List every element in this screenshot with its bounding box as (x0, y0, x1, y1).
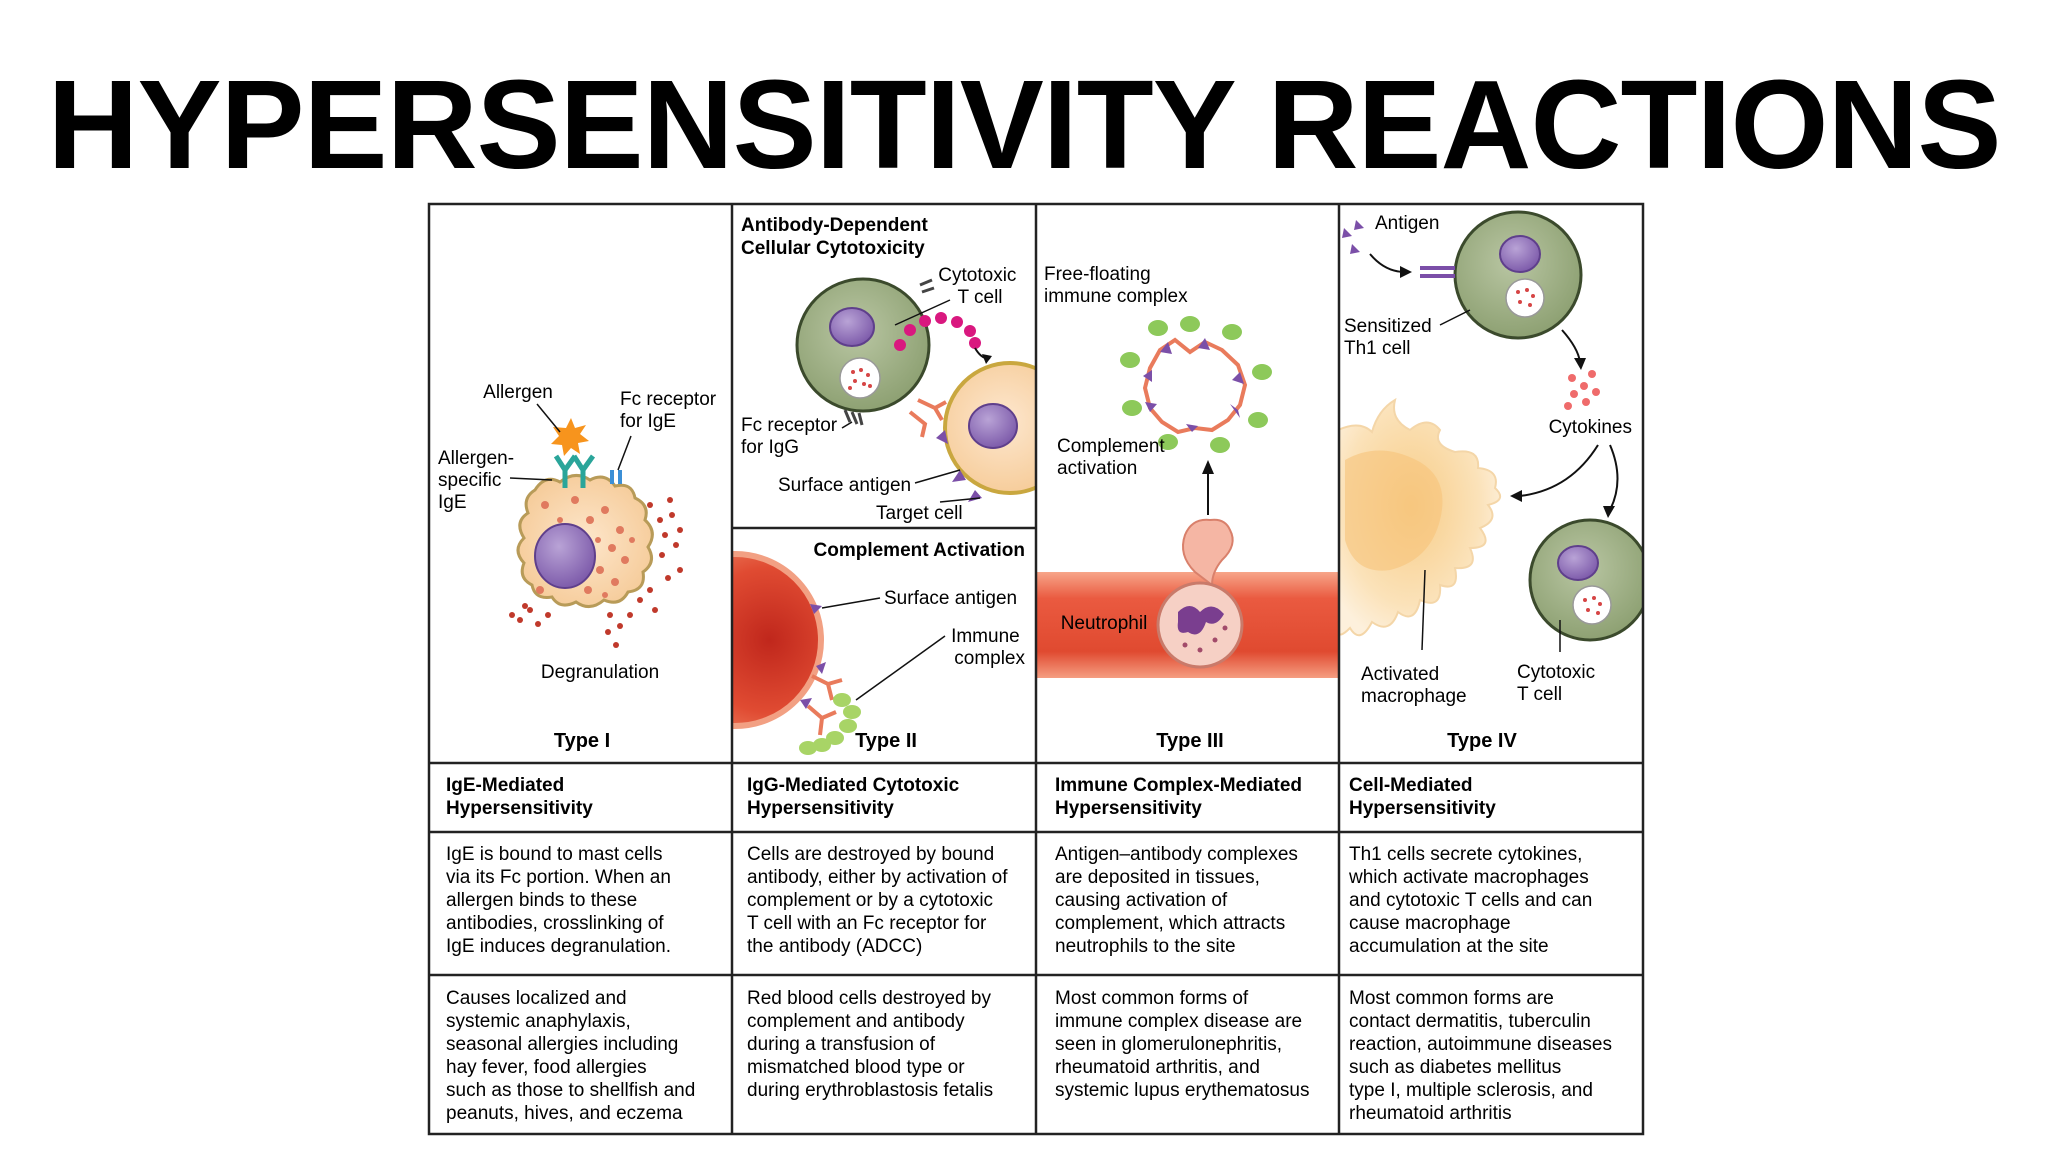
type4-label: Type IV (1447, 730, 1517, 752)
sensitized-th1-label: Sensitized Th1 cell (1344, 316, 1437, 359)
neutrophil-emigrating (1182, 518, 1234, 588)
activated-macrophage-label: Activated macrophage (1361, 664, 1467, 707)
cytokine-arrow-1 (1561, 329, 1581, 363)
free-floating-label: Free-floating immune complex (1044, 264, 1188, 307)
antigen-arrow (1369, 253, 1406, 273)
cytotoxic-t-cell-label: Cytotoxic T cell (938, 265, 1021, 308)
cytotoxic-t-cell (795, 277, 931, 413)
degranulation-particles (509, 497, 683, 648)
mast-cell-granules (536, 496, 635, 598)
granule-vesicle (839, 357, 881, 399)
type3-label: Type III (1156, 730, 1223, 752)
rbc-surface-antigens (800, 604, 826, 709)
antigen-label: Antigen (1375, 213, 1439, 234)
th1-cell-nucleus (1499, 235, 1541, 273)
neutrophil-nucleus (1177, 606, 1224, 635)
antibody-bridge (908, 398, 947, 438)
target-cell-label: Target cell (876, 503, 963, 524)
macrophage-arrow (1519, 444, 1599, 497)
immune-complex (799, 674, 861, 755)
free-floating-immune-complex (1120, 316, 1272, 453)
adcc-title: Antibody-Dependent Cellular Cytotoxicity (741, 215, 933, 259)
type4-cytotoxic-t-cell (1528, 518, 1642, 642)
type4-cytotoxic-label: Cytotoxic T cell (1517, 662, 1600, 705)
mast-cell-nucleus (534, 523, 596, 589)
tcr-receptor (1420, 266, 1455, 278)
fc-receptor-igg-label: Fc receptor for IgG (741, 415, 842, 458)
perforin-granules (894, 312, 981, 351)
adcc-leaders (841, 299, 981, 503)
complement-surface-antigen-label: Surface antigen (884, 588, 1017, 609)
fc-receptor-ige-label: Fc receptor for IgE (620, 389, 721, 432)
type4-panel: Antigen Sensitized Th1 cell Cytokines (1338, 210, 1642, 752)
complement-activation-title: Complement Activation (814, 540, 1026, 561)
cytotoxic-t-cell-nucleus (829, 307, 875, 347)
fc-receptor-ige (610, 470, 622, 484)
type2-adcc-panel: Antibody-Dependent Cellular Cytotoxicity (741, 215, 1036, 524)
table-grid (427, 202, 1645, 1136)
allergen-specific-ige (553, 454, 596, 488)
immune-complex-label: Immune complex (951, 626, 1025, 669)
fc-receptor-igg (843, 278, 935, 426)
type3-panel: Free-floating immune complex Complement … (1036, 264, 1338, 752)
neutrophil-label: Neutrophil (1061, 613, 1148, 634)
degranulation-label: Degranulation (541, 662, 659, 683)
tcell-arrow (1609, 444, 1619, 511)
th1-granule-vesicle (1505, 278, 1545, 318)
type2-label: Type II (855, 730, 917, 752)
surface-antigen-label: Surface antigen (778, 475, 911, 496)
type2-complement-panel: Complement Activation Surface antigen Im… (733, 540, 1026, 755)
type1-label: Type I (554, 730, 610, 752)
complement-activation-label: Complement activation (1057, 436, 1170, 479)
page-title: HYPERSENSITIVITY REACTIONS (47, 54, 2001, 195)
sensitized-th1-cell (1453, 210, 1583, 340)
mechanism-type4: Th1 cells secrete cytokines,which activa… (1348, 844, 1592, 957)
antigen-icons (1342, 220, 1364, 254)
cytokine-dots (1564, 370, 1600, 410)
complement-leaders (821, 597, 946, 701)
type1-leaders (509, 403, 632, 481)
target-cell-nucleus (968, 403, 1018, 449)
allergen-label: Allergen (483, 382, 553, 403)
type1-panel: Allergen Fc receptor for IgE Allergen- s… (438, 382, 721, 752)
allergen-icon (551, 418, 589, 456)
red-blood-cell (733, 551, 824, 729)
allergen-specific-ige-label: Allergen- specific IgE (438, 448, 519, 513)
cytokines-label: Cytokines (1549, 417, 1632, 438)
